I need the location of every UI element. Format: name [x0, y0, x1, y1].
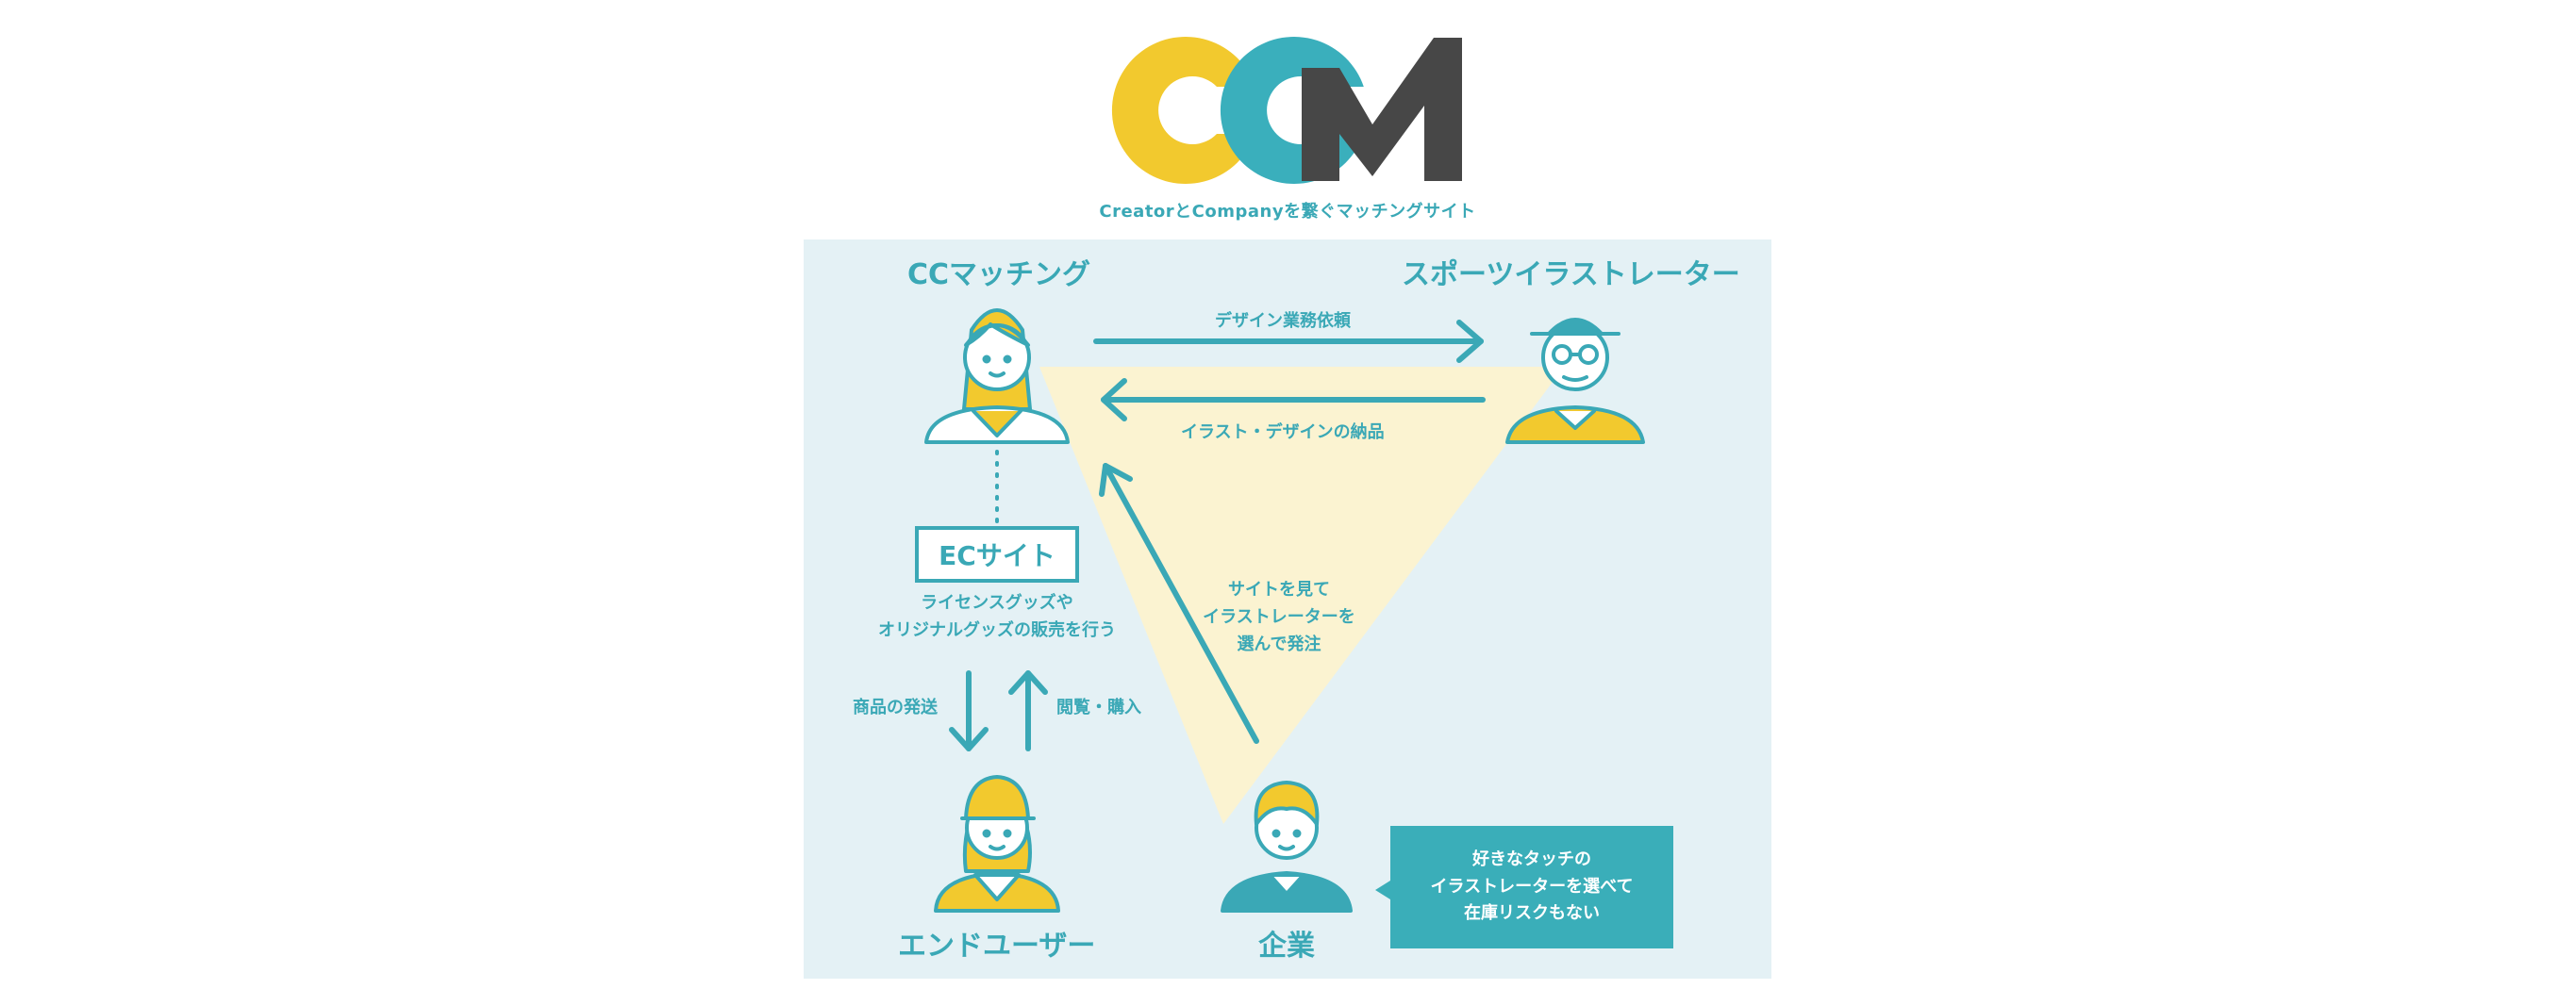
ec-site-description: ライセンスグッズや オリジナルグッズの販売を行う [860, 590, 1134, 645]
callout-line-2: イラストレーターを選べて [1430, 876, 1634, 897]
callout-line-1: 好きなタッチの [1472, 849, 1591, 869]
cc-matching-label: CCマッチング [907, 258, 1091, 291]
shipping-arrow [949, 670, 989, 751]
order-arrow [1099, 463, 1259, 744]
diagram-panel: CCマッチング スポーツイラストレーター エンドユーザー 企業 デザイン業務依頼… [804, 239, 1771, 979]
woman-scarf-icon [924, 308, 1070, 444]
ec-desc-line-2: オリジナルグッズの販売を行う [878, 619, 1116, 640]
company-label: 企業 [1258, 930, 1315, 963]
callout-line-3: 在庫リスクもない [1464, 903, 1600, 924]
order-label-line-2: イラストレーターを [1203, 606, 1355, 627]
benefit-callout: 好きなタッチの イラストレーターを選べて 在庫リスクもない [1390, 826, 1673, 948]
sports-illustrator-label: スポーツイラストレーター [1402, 258, 1740, 291]
design-request-arrow [1093, 320, 1484, 363]
browse-arrow [1008, 670, 1048, 751]
ec-site-box: ECサイト [915, 526, 1079, 583]
order-label-line-1: サイトを見て [1228, 580, 1330, 600]
shipping-label: 商品の発送 [853, 698, 938, 717]
ec-desc-line-1: ライセンスグッズや [921, 593, 1073, 613]
browse-purchase-label: 閲覧・購入 [1056, 698, 1141, 717]
girl-cap-icon [934, 775, 1060, 913]
ccm-logo [1111, 36, 1462, 185]
order-label: サイトを見て イラストレーターを 選んで発注 [1185, 577, 1373, 658]
end-user-label: エンドユーザー [898, 930, 1096, 963]
flow-triangle [1039, 367, 1564, 824]
diagram-art [924, 308, 1645, 913]
man-icon [1221, 781, 1353, 913]
ec-site-title: ECサイト [939, 540, 1055, 571]
man-hat-glasses-icon [1505, 318, 1645, 444]
callout-tail [1375, 881, 1390, 899]
delivery-arrow [1101, 378, 1486, 421]
delivery-label: イラスト・デザインの納品 [1181, 422, 1385, 442]
tagline: CreatorとCompanyを繋ぐマッチングサイト [1099, 202, 1476, 222]
design-request-label: デザイン業務依頼 [1215, 311, 1351, 331]
order-label-line-3: 選んで発注 [1237, 634, 1321, 654]
